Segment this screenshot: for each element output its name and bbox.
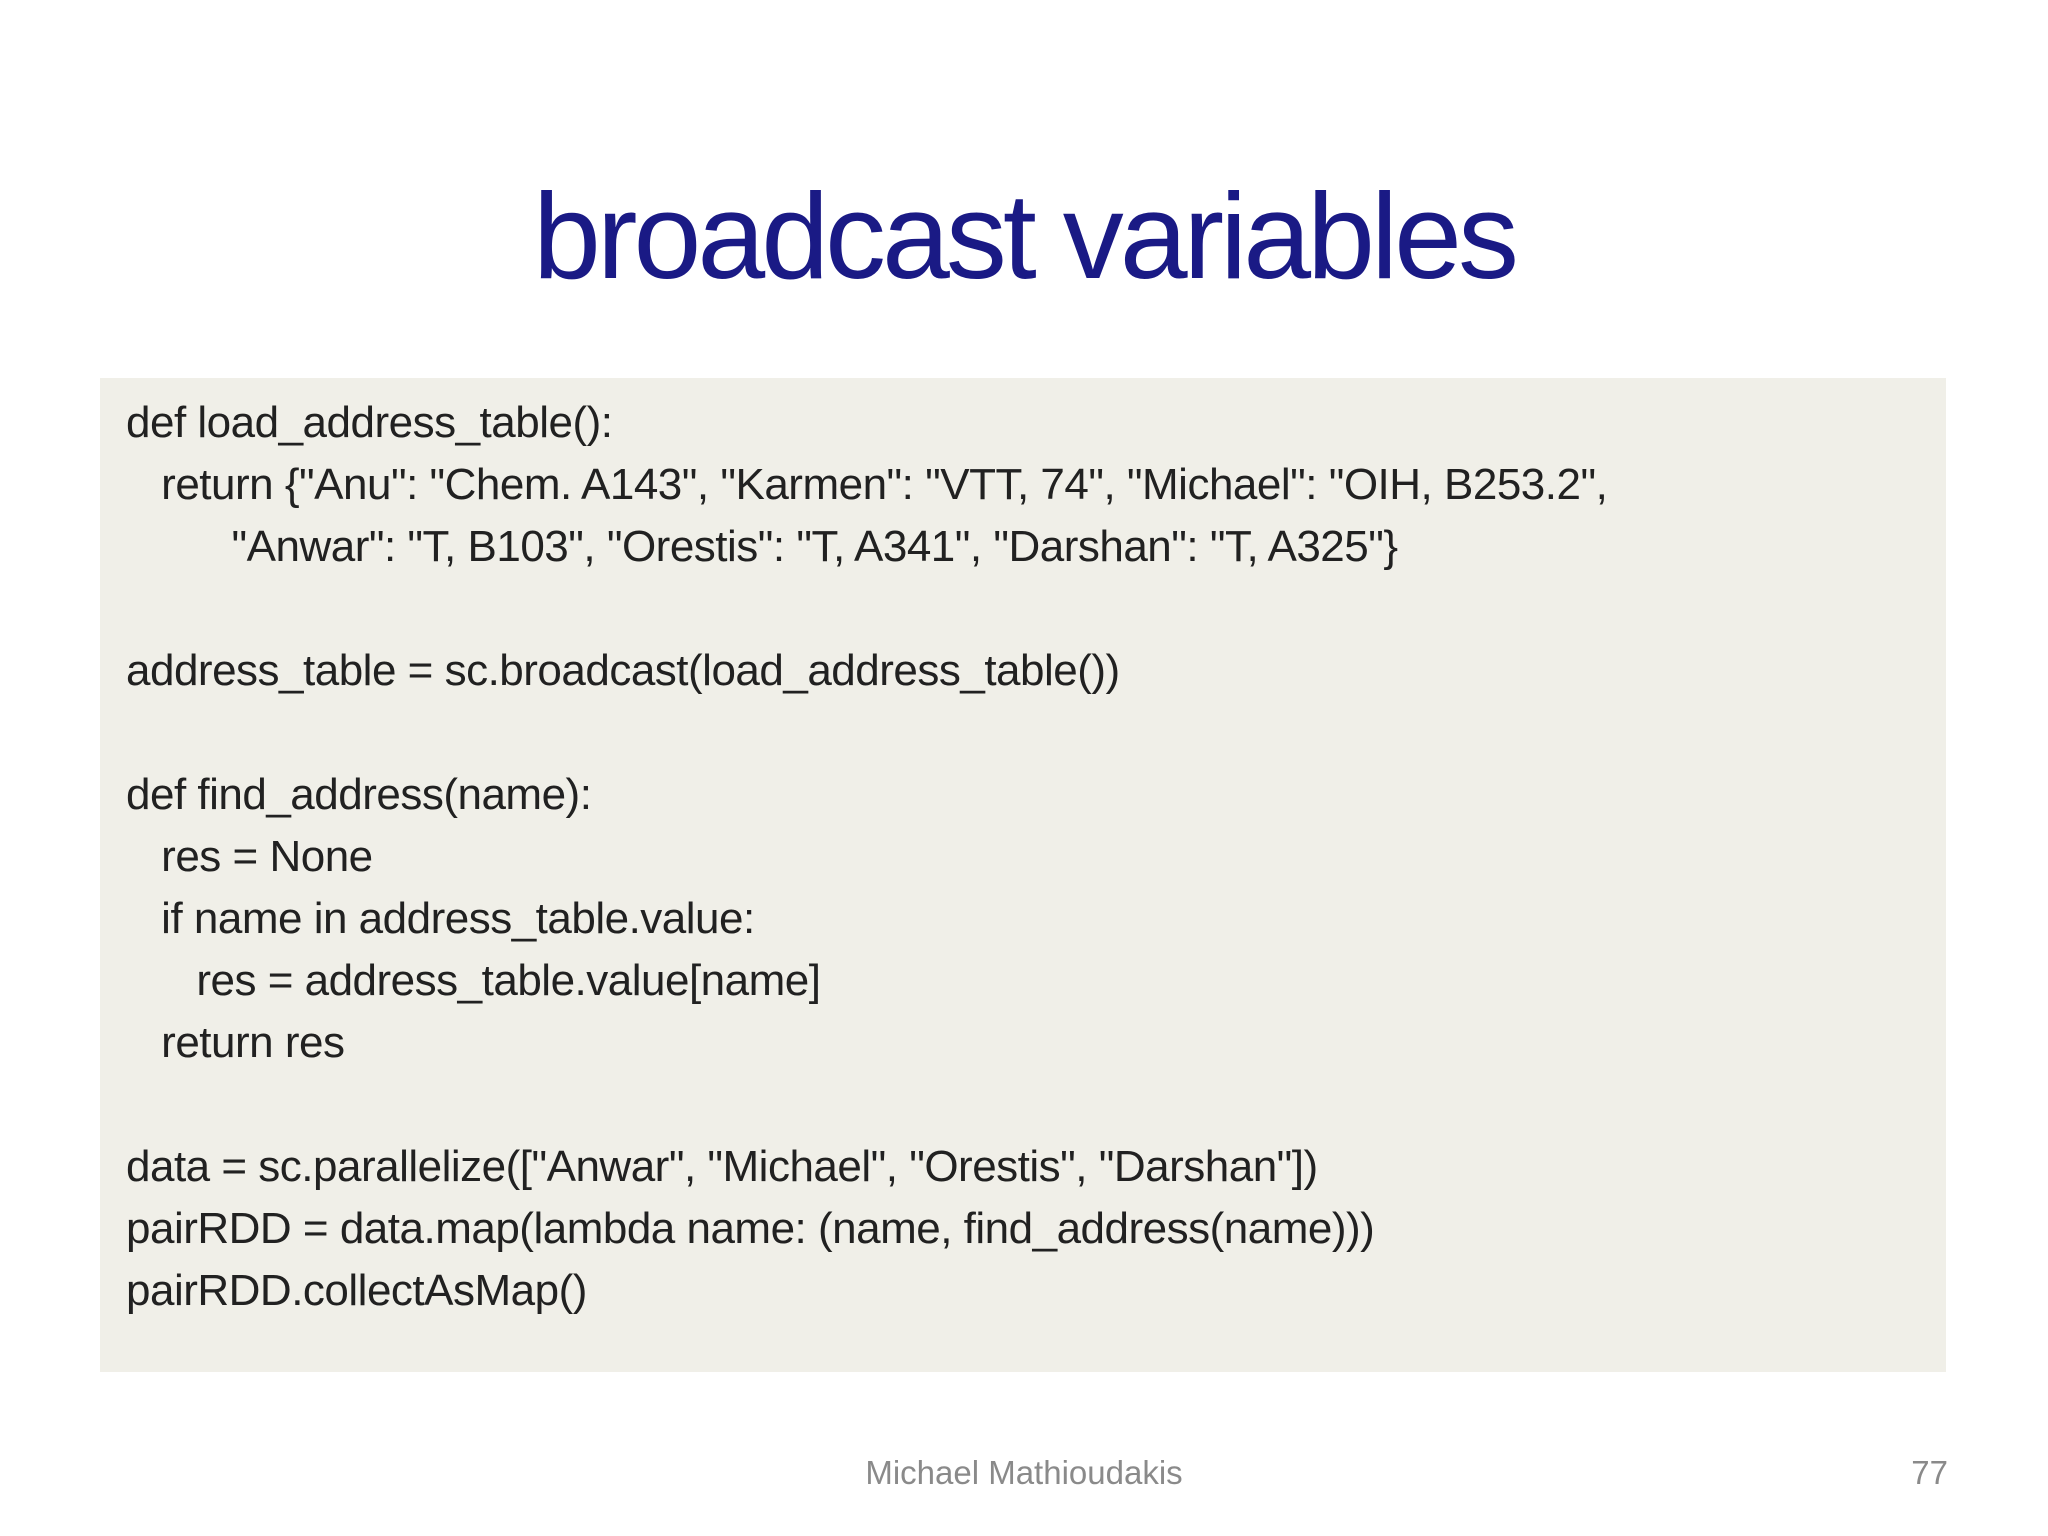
code-line: return res [126, 1018, 345, 1067]
code-line: pairRDD = data.map(lambda name: (name, f… [126, 1204, 1375, 1253]
code-block: def load_address_table(): return {"Anu":… [100, 378, 1946, 1372]
code-line: def find_address(name): [126, 770, 592, 819]
code-line: address_table = sc.broadcast(load_addres… [126, 646, 1120, 695]
code-line: res = address_table.value[name] [126, 956, 821, 1005]
code-line: def load_address_table(): [126, 398, 613, 447]
code-line: if name in address_table.value: [126, 894, 755, 943]
code-line: return {"Anu": "Chem. A143", "Karmen": "… [126, 460, 1608, 509]
code-line: pairRDD.collectAsMap() [126, 1266, 587, 1315]
code-line: data = sc.parallelize(["Anwar", "Michael… [126, 1142, 1318, 1191]
slide-title: broadcast variables [533, 167, 1519, 304]
code-line: "Anwar": "T, B103", "Orestis": "T, A341"… [126, 522, 1399, 571]
code-line [126, 578, 1920, 640]
slide-footer: Michael Mathioudakis 77 [100, 1448, 1948, 1498]
code-line [126, 702, 1920, 764]
page-number: 77 [1911, 1454, 1948, 1491]
footer-author: Michael Mathioudakis [865, 1454, 1183, 1491]
code-line: res = None [126, 832, 373, 881]
code-line [126, 1074, 1920, 1136]
